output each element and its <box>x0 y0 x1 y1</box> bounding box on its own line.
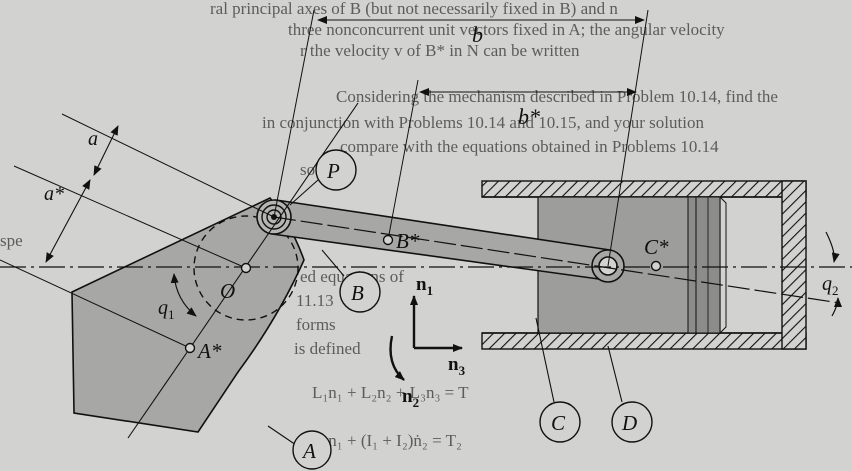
sector-axis-line <box>189 102 359 349</box>
dim-a-arrow <box>93 125 119 176</box>
bg-line-13: L₁n₁ + L₂n₂ + L₃n₃ = T <box>312 383 469 402</box>
sector-axis-extension <box>127 347 191 439</box>
svg-text:A: A <box>301 439 316 463</box>
dim-a-star-label: a* <box>44 183 64 205</box>
bg-line-14: L₂n₁ + (I₁ + I₂)ṅ₂ = T₂ <box>312 431 462 450</box>
bg-line-8: spe <box>0 231 23 250</box>
dim-bstar-ext <box>387 79 419 241</box>
callout-b: B <box>321 249 381 313</box>
n3-label: n3 <box>448 354 466 378</box>
bg-line-3: r the velocity v of B* in N can be writt… <box>300 41 580 60</box>
bg-line-5: in conjunction with Problems 10.14 and 1… <box>262 113 704 132</box>
label-a-star: A* <box>196 339 222 363</box>
bg-line-2: three nonconcurrent unit vectors fixed i… <box>288 20 725 39</box>
q2-angle-arc <box>825 231 840 263</box>
callout-a: A <box>267 425 332 470</box>
dashed-circle <box>193 215 299 321</box>
label-c-star: C* <box>644 235 669 259</box>
link-axis-line <box>273 216 841 304</box>
q2-angle-arc-lower <box>831 297 842 317</box>
callout-d: D <box>607 345 653 443</box>
dim-b-ext-right <box>607 9 649 267</box>
bg-line-10: 11.13 <box>296 291 334 310</box>
dim-b-label: b <box>472 22 483 47</box>
q1-label: q1 <box>158 297 175 322</box>
point-b-star <box>382 234 394 246</box>
dim-a-label: a <box>88 128 98 150</box>
bg-line-4: Considering the mechanism described in P… <box>336 87 778 106</box>
n2-label: n2 <box>402 386 419 410</box>
svg-text:B: B <box>351 281 364 305</box>
bg-line-6: compare with the equations obtained in P… <box>340 137 719 156</box>
dim-extension-2 <box>13 165 247 269</box>
q2-label: q2 <box>822 273 839 298</box>
callout-c: C <box>535 317 581 443</box>
label-o: O <box>220 279 235 303</box>
callout-p: P <box>289 149 357 206</box>
dim-b-ext-left <box>273 9 315 218</box>
dim-extension-3 <box>0 259 191 349</box>
bg-line-1: ral principal axes of B (but not necessa… <box>210 0 618 18</box>
dim-a-star-arrow <box>45 179 91 263</box>
q1-angle-arc <box>170 273 197 317</box>
dim-bstar-label: b* <box>518 104 540 129</box>
n1-label: n1 <box>416 274 433 298</box>
point-o <box>240 262 252 274</box>
point-a-star <box>184 342 196 354</box>
svg-text:C: C <box>551 411 566 435</box>
svg-text:D: D <box>621 411 637 435</box>
basis-vectors: n1 n3 n2 <box>389 274 466 410</box>
n2-rotation-arc <box>389 335 405 381</box>
bg-line-12: is defined <box>294 339 361 358</box>
label-b-star: B* <box>396 229 420 253</box>
svg-text:P: P <box>326 159 340 183</box>
bg-line-11: forms <box>296 315 336 334</box>
point-c-star <box>650 260 662 272</box>
